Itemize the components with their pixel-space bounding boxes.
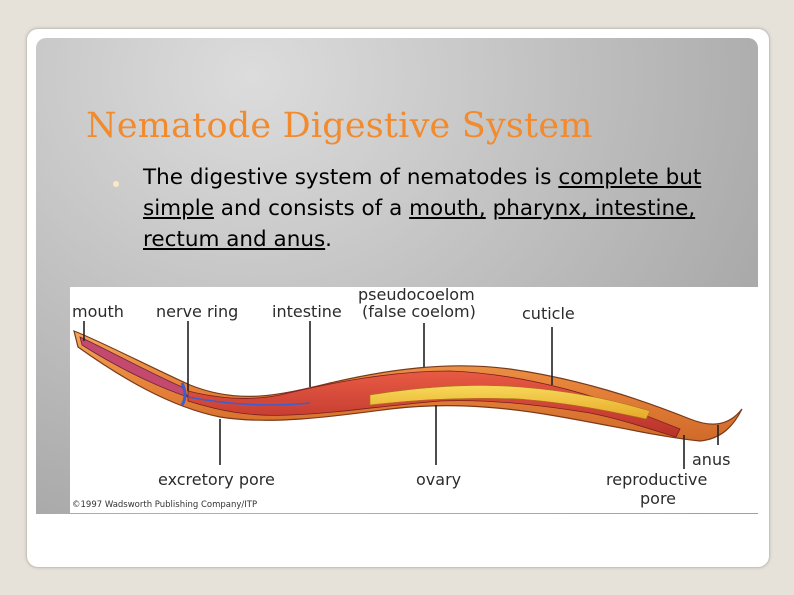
label-reproductive: reproductive xyxy=(606,470,707,489)
pharynx xyxy=(79,336,189,398)
bullet-icon xyxy=(113,181,119,187)
label-mouth: mouth xyxy=(72,302,124,321)
label-false-coelom: (false coelom) xyxy=(362,302,476,321)
nematode-diagram-svg: mouth nerve ring intestine pseudocoelom … xyxy=(72,287,743,510)
ovary-tube xyxy=(369,385,651,420)
slide-title: Nematode Digestive System xyxy=(86,106,593,146)
bullet-text-space xyxy=(486,196,493,221)
label-excretory-pore: excretory pore xyxy=(158,470,275,489)
bullet-text: The digestive system of nematodes is com… xyxy=(143,162,753,255)
nerve-ring xyxy=(180,382,187,406)
label-intestine: intestine xyxy=(272,302,342,321)
link-mouth[interactable]: mouth, xyxy=(409,196,486,221)
nerve-cord xyxy=(187,396,311,406)
bullet-text-end: . xyxy=(325,227,333,252)
pointer-lines xyxy=(83,321,719,469)
link-complete-but-simple[interactable]: complete but simple xyxy=(143,165,702,221)
bullet-text-mid: and consists of a xyxy=(213,196,410,221)
label-pore: pore xyxy=(640,489,676,508)
label-ovary: ovary xyxy=(416,470,461,489)
label-anus: anus xyxy=(692,450,730,469)
label-cuticle: cuticle xyxy=(522,304,575,323)
nematode-diagram: mouth nerve ring intestine pseudocoelom … xyxy=(70,287,758,513)
label-pseudocoelom: pseudocoelom xyxy=(358,287,475,304)
label-nerve-ring: nerve ring xyxy=(156,302,238,321)
figure-copyright: ©1997 Wadsworth Publishing Company/ITP xyxy=(72,500,257,510)
intestine-tube xyxy=(187,370,681,438)
bullet-text-intro: The digestive system of nematodes is xyxy=(143,165,559,190)
link-digestive-parts[interactable]: pharynx, intestine, rectum and anus xyxy=(143,196,696,252)
